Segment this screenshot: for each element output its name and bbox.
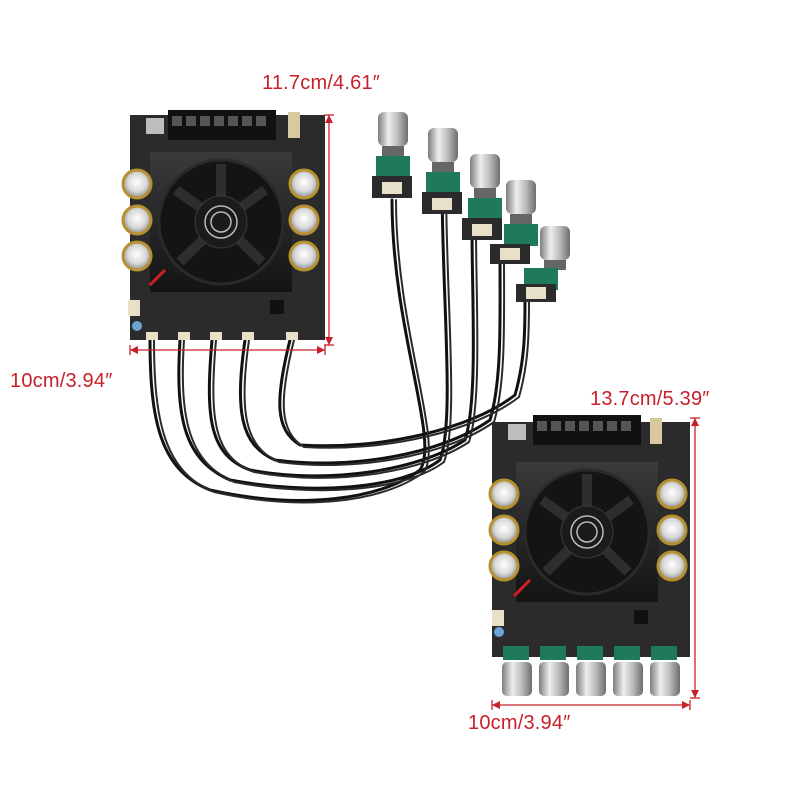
mounted-knobs: [502, 646, 680, 696]
knob-module-5: [516, 226, 570, 302]
amplifier-board-top: [121, 110, 325, 340]
knob-module-2: [422, 128, 462, 214]
capacitors-bottom: [488, 478, 688, 582]
cable-bundle: [148, 178, 530, 504]
knob-module-4: [490, 180, 538, 264]
dimension-label-bottom-width: 10cm/3.94″: [468, 712, 571, 734]
capacitors-top: [121, 168, 320, 272]
dimension-label-bottom-height: 13.7cm/5.39″: [590, 388, 710, 410]
dimension-label-top-height: 10cm/3.94″: [10, 370, 113, 392]
knob-module-1: [372, 112, 412, 198]
dimension-lines: [129, 114, 700, 710]
dimension-label-top-width: 11.7cm/4.61″: [262, 72, 381, 94]
amplifier-board-bottom: [488, 415, 690, 696]
knob-module-3: [462, 154, 502, 240]
